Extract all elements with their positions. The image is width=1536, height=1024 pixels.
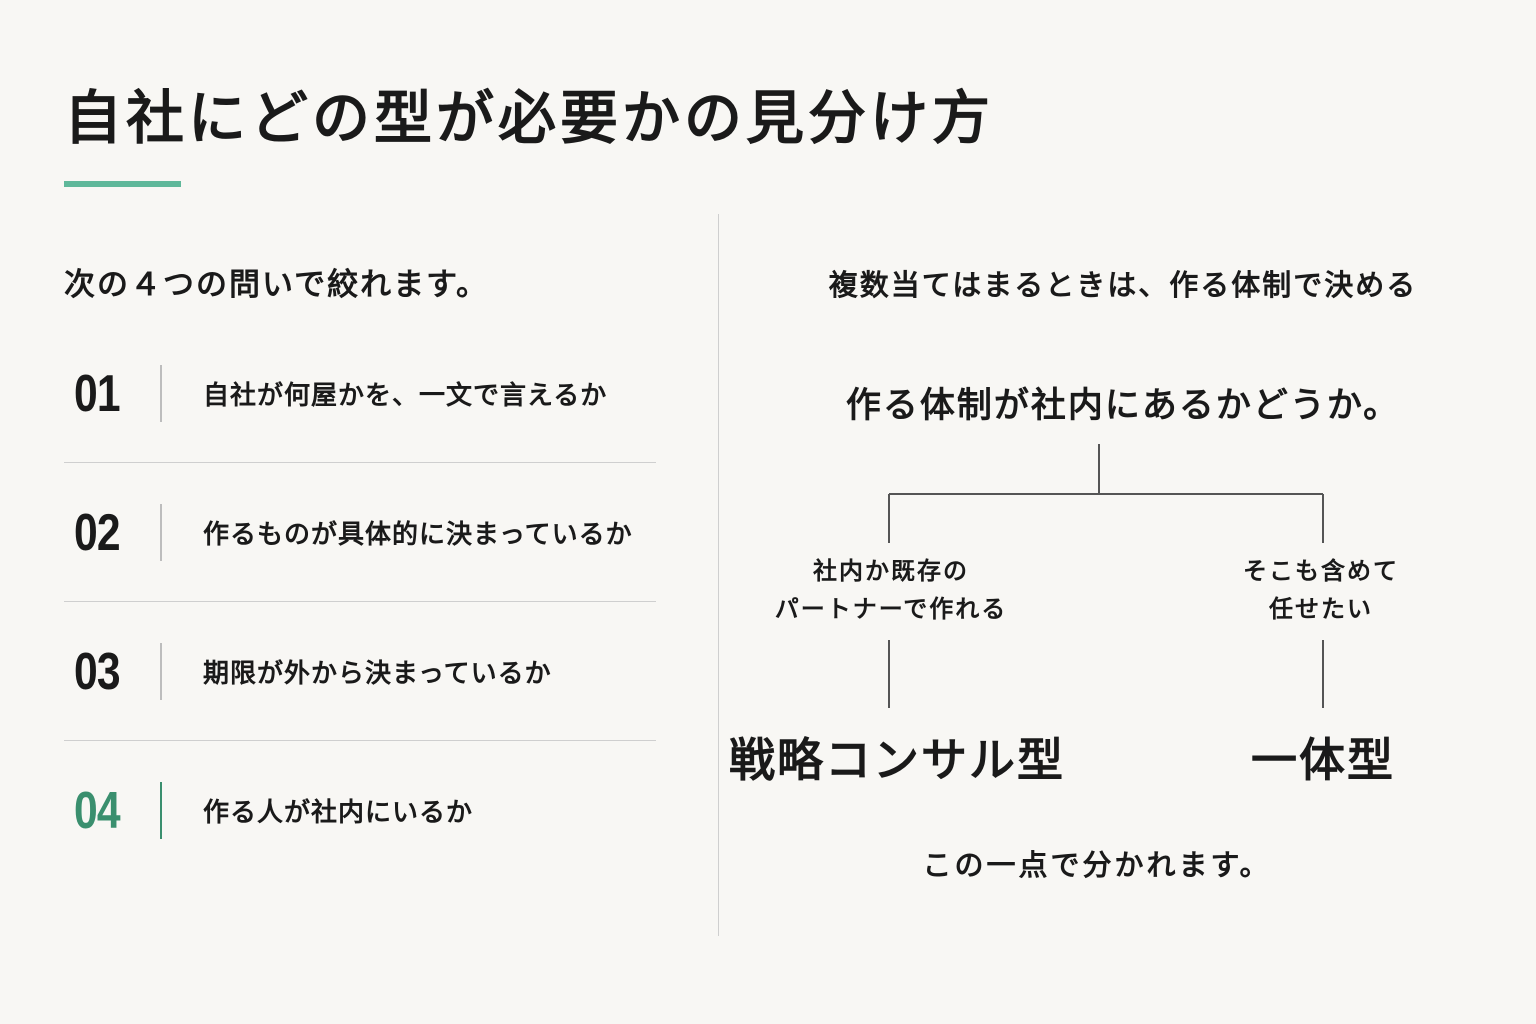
question-row-04: 04 作る人が社内にいるか — [64, 741, 656, 880]
question-number-bar — [160, 643, 162, 700]
condition-line: そこも含めて — [1243, 557, 1399, 585]
question-text: 作るものが具体的に決まっているか — [203, 520, 633, 550]
left-lead-text: 次の４つの問いで絞れます。 — [64, 267, 489, 303]
question-number: 01 — [74, 364, 121, 423]
condition-line: パートナーで作れる — [774, 595, 1008, 623]
question-number-bar — [160, 504, 162, 561]
question-separator — [64, 462, 656, 463]
question-separator — [64, 601, 656, 602]
column-divider — [718, 214, 719, 936]
question-number: 02 — [74, 503, 121, 562]
decision-question: 作る体制が社内にあるかどうか。 — [845, 386, 1401, 426]
title-accent-bar — [64, 181, 181, 187]
question-number-bar — [160, 782, 162, 839]
right-lead-text: 複数当てはまるときは、作る体制で決める — [828, 268, 1418, 302]
question-text: 作る人が社内にいるか — [203, 798, 474, 828]
question-text: 期限が外から決まっているか — [203, 659, 552, 689]
question-number-bar — [160, 365, 162, 422]
condition-line: 社内か既存の — [813, 557, 969, 585]
page-title: 自社にどの型が必要かの見分け方 — [64, 84, 995, 152]
question-number: 04 — [74, 781, 121, 840]
question-row-01: 01 自社が何屋かを、一文で言えるか — [64, 324, 656, 463]
result-integrated: 一体型 — [1251, 733, 1395, 787]
conclusion-note: この一点で分かれます。 — [922, 848, 1272, 882]
question-row-03: 03 期限が外から決まっているか — [64, 602, 656, 741]
question-separator — [64, 740, 656, 741]
condition-line: 任せたい — [1269, 595, 1373, 623]
question-number: 03 — [74, 642, 121, 701]
question-row-02: 02 作るものが具体的に決まっているか — [64, 463, 656, 602]
branch-condition-left: 社内か既存の パートナーで作れる — [775, 552, 1008, 628]
question-text: 自社が何屋かを、一文で言えるか — [203, 381, 608, 411]
result-strategy-consulting: 戦略コンサル型 — [729, 733, 1065, 787]
branch-condition-right: そこも含めて 任せたい — [1243, 552, 1399, 628]
